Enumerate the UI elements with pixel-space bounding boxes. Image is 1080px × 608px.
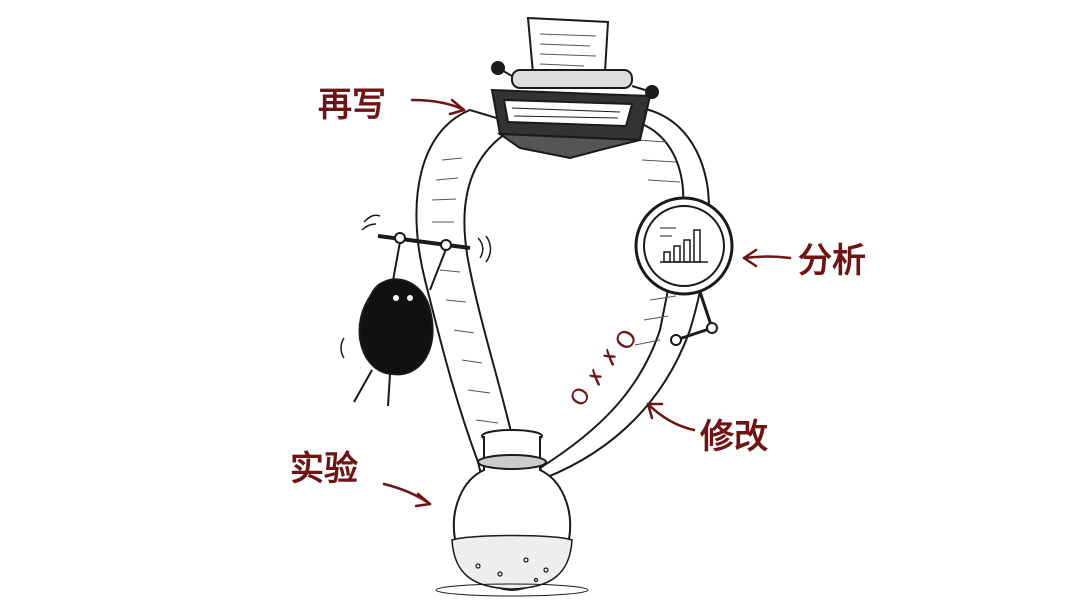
mark-2: ✗ — [582, 364, 611, 391]
mark-1: O — [566, 383, 596, 411]
label-revise: 修改 — [699, 417, 768, 457]
label-rewrite: 再写 — [318, 85, 386, 125]
typewriter-icon — [490, 16, 659, 160]
paper-loop — [415, 105, 711, 552]
magnifier-icon — [634, 196, 734, 346]
arrow-experiment — [382, 482, 432, 506]
bar-chart-icon — [660, 227, 708, 263]
arrow-analyze — [742, 255, 792, 260]
arrow-revise — [646, 402, 696, 432]
label-analyze: 分析 — [798, 241, 866, 281]
flask-liquid — [451, 534, 573, 590]
annotation-arrows — [382, 98, 792, 508]
ink-blob-creature-icon — [340, 214, 492, 407]
annotations: 再写 分析 修改 实验 — [290, 85, 866, 489]
flask-icon — [435, 429, 589, 597]
label-experiment: 实验 — [290, 449, 358, 489]
